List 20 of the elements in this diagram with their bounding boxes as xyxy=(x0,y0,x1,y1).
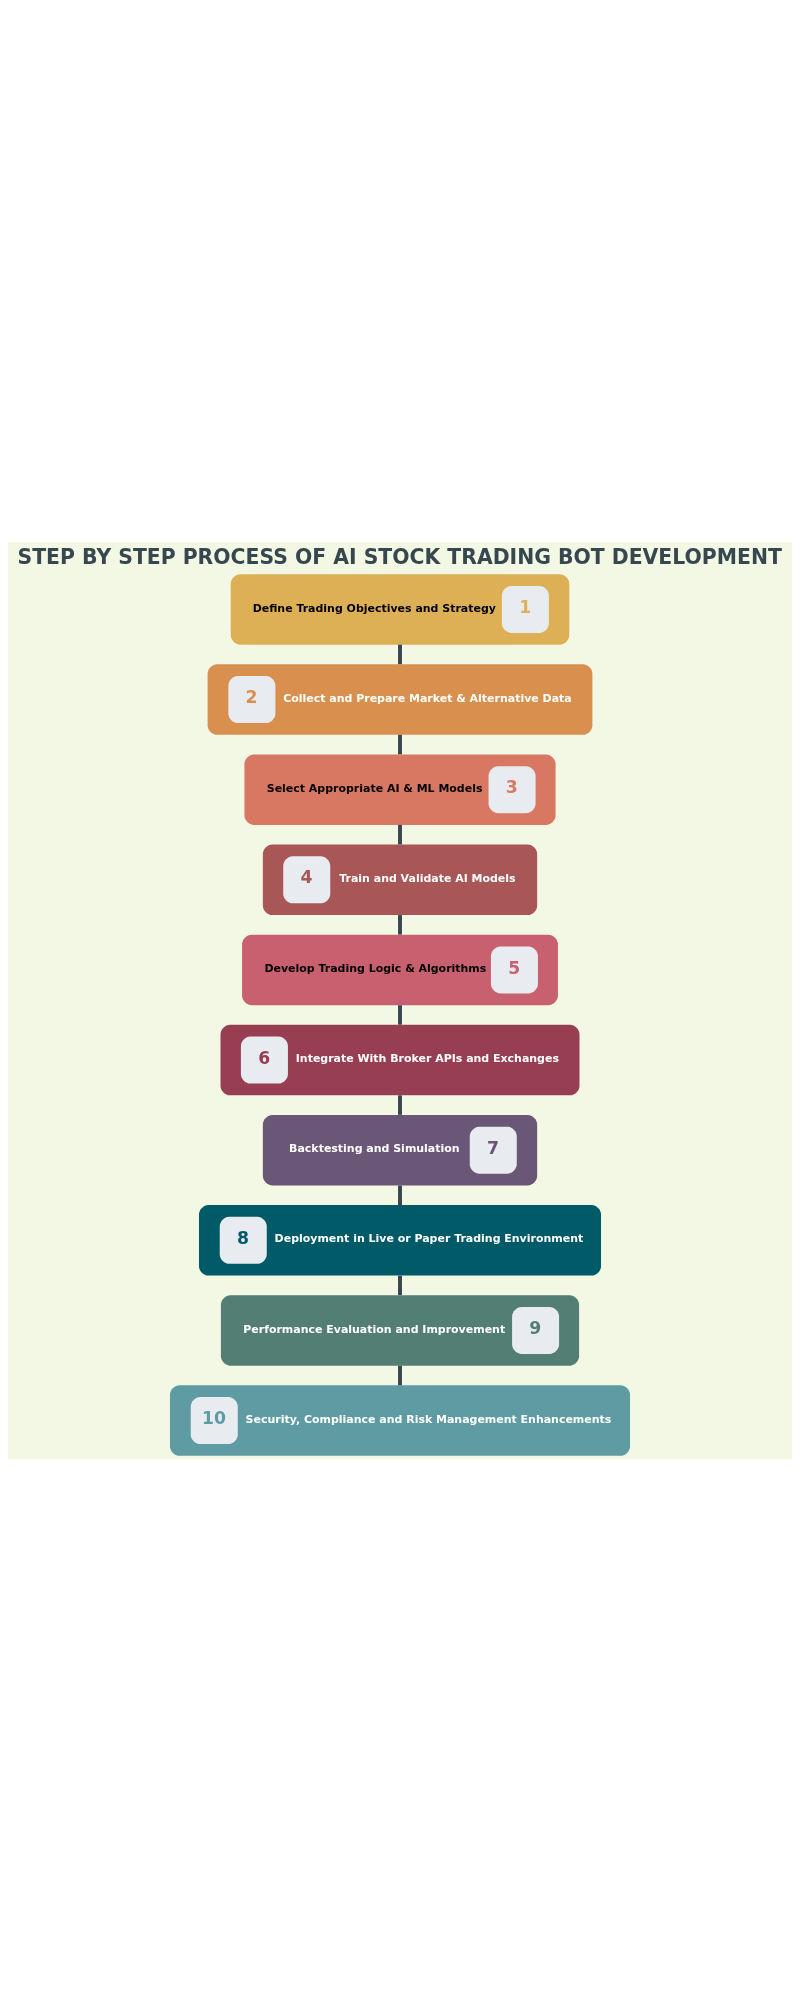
node-box: Backtesting and Simulation 7 xyxy=(262,1114,538,1185)
node-box: 4 Train and Validate AI Models xyxy=(262,844,538,915)
connector xyxy=(398,914,402,935)
node-box: Performance Evaluation and Improvement 9 xyxy=(220,1294,580,1366)
node-box: 2 Collect and Prepare Market & Alternative Data xyxy=(207,663,593,735)
diagram-title: STEP BY STEP PROCESS OF AI STOCK TRADING BOT DEVELOPMENT xyxy=(17,544,782,569)
connector xyxy=(398,1275,402,1295)
connector xyxy=(398,1185,402,1205)
connector xyxy=(398,1094,402,1115)
node-box: 10 Security, Compliance and Risk Management Enhancements xyxy=(169,1384,631,1456)
connector xyxy=(398,824,402,844)
node-box: 8 Deployment in Live or Paper Trading Environment xyxy=(198,1204,602,1276)
node-box: Select Appropriate AI & ML Models 3 xyxy=(244,753,556,825)
connector xyxy=(398,1004,402,1025)
node-box: Define Trading Objectives and Strategy 1 xyxy=(230,573,570,645)
node-box: 6 Integrate With Broker APIs and Exchanges xyxy=(220,1024,580,1095)
connector xyxy=(398,734,402,754)
connector xyxy=(398,644,402,664)
connector xyxy=(398,1365,402,1385)
node-box: Develop Trading Logic & Algorithms 5 xyxy=(242,934,558,1005)
